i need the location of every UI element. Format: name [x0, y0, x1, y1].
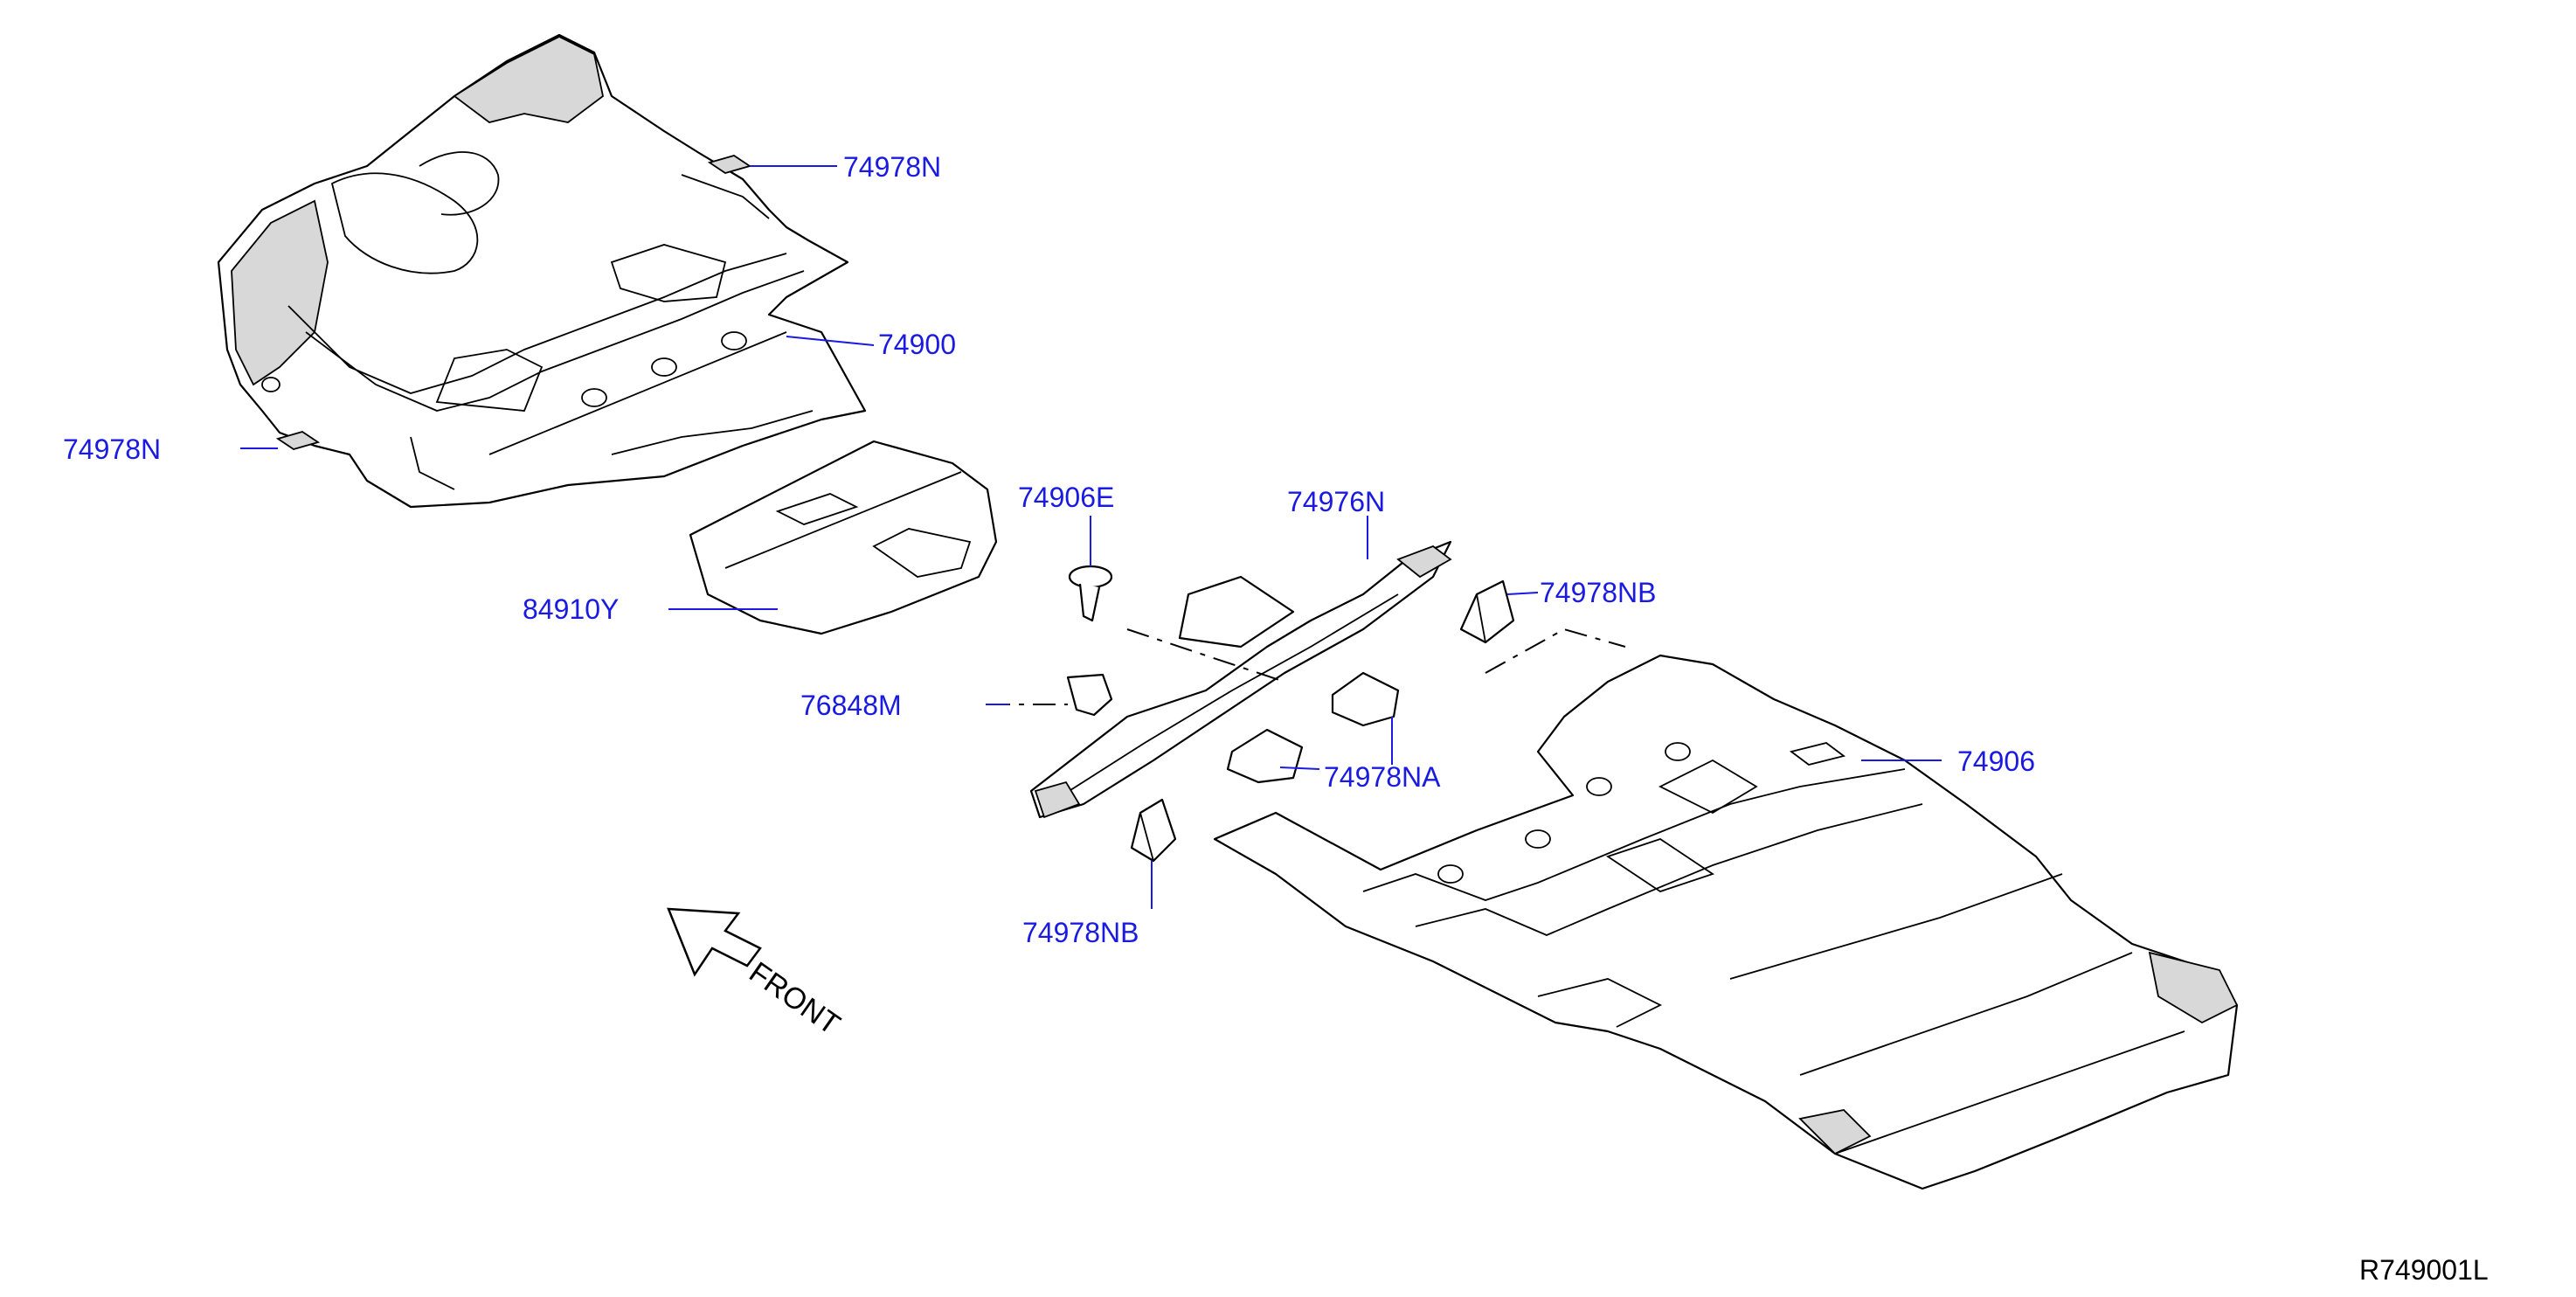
label-74906: 74906 — [1957, 746, 2035, 777]
spacer-74978nb-top — [1459, 579, 1515, 644]
label-74978n-top: 74978N — [843, 151, 941, 183]
label-74978n-left: 74978N — [63, 433, 161, 465]
clip-74906e — [1068, 565, 1113, 622]
label-74978nb-top: 74978NB — [1540, 577, 1656, 608]
front-floor-carpet — [217, 33, 867, 509]
label-74906e: 74906E — [1018, 482, 1114, 513]
pad-74978n-left — [275, 431, 321, 450]
heel-pad — [689, 440, 998, 635]
label-74976n: 74976N — [1287, 486, 1385, 517]
front-label: FRONT — [743, 955, 846, 1041]
rear-floor-carpet — [1213, 628, 2239, 1190]
bracket-76848m — [987, 673, 1113, 717]
label-84910y: 84910Y — [523, 593, 619, 625]
label-74900: 74900 — [878, 329, 956, 360]
spacer-74978nb-bottom — [1130, 798, 1177, 863]
label-74978na: 74978NA — [1324, 761, 1441, 793]
center-duct — [1029, 540, 1452, 819]
front-arrow — [667, 907, 762, 977]
reference-code: R749001L — [2359, 1254, 2489, 1286]
label-74978nb-bottom: 74978NB — [1022, 917, 1139, 948]
spacer-74978na — [1226, 671, 1400, 784]
label-76848m: 76848M — [800, 690, 902, 721]
